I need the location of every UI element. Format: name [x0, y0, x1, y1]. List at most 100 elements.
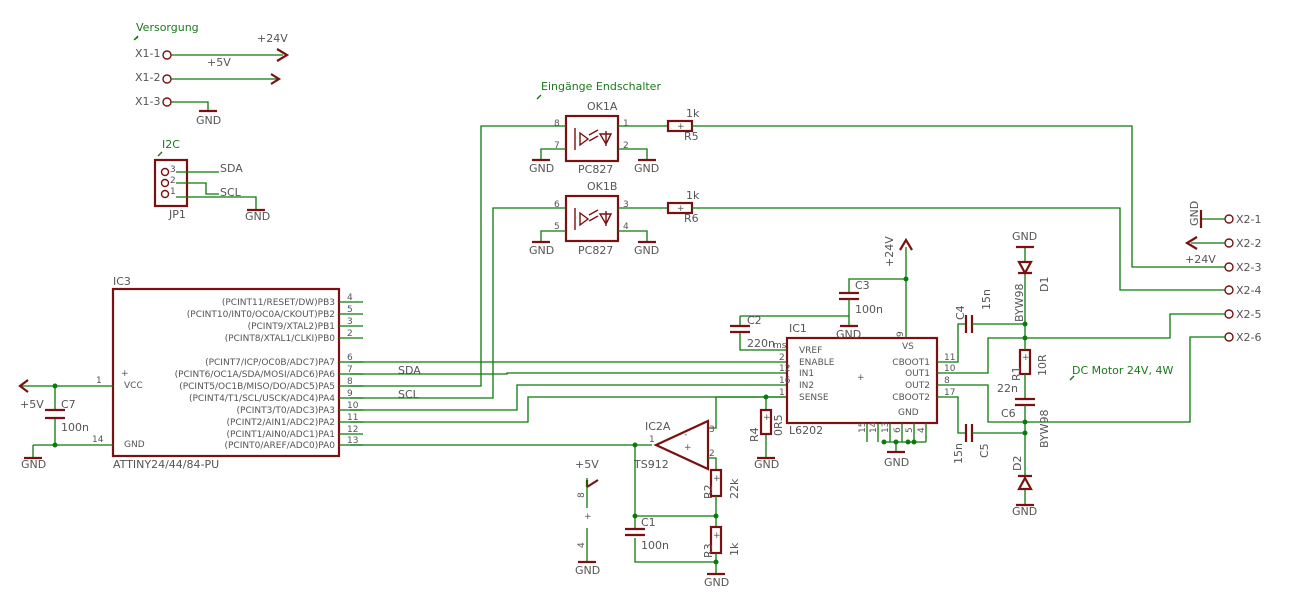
- svg-text:+: +: [857, 373, 865, 383]
- ic1-left-pin-label: ENABLE: [799, 358, 835, 368]
- ic3-pin-label: (PCINT1/AIN0/ADC1)PA1: [226, 430, 335, 440]
- svg-text:R3: R3: [702, 543, 715, 558]
- svg-text:+24V: +24V: [883, 236, 896, 267]
- svg-text:1: 1: [649, 435, 655, 445]
- ic1-left-pin-label: VREF: [799, 346, 822, 356]
- resistor-r2: + R2 22k: [702, 468, 741, 527]
- svg-text:R5: R5: [684, 130, 699, 143]
- svg-text:22k: 22k: [728, 478, 741, 499]
- svg-text:SCL: SCL: [398, 388, 420, 401]
- connector-x1: X1-1 X1-2 X1-3 +24V +5V GND: [135, 32, 290, 127]
- ic3-pin-number: 7: [347, 365, 353, 375]
- svg-text:L6202: L6202: [789, 424, 823, 437]
- svg-text:14: 14: [92, 435, 104, 445]
- svg-text:VCC: VCC: [124, 381, 143, 391]
- svg-text:ms: ms: [773, 341, 787, 351]
- ic1-left-pin-number: 16: [779, 376, 791, 386]
- optocoupler-ok1a: OK1A PC827 8 7 1 2 GND GND: [350, 100, 668, 387]
- svg-text:100n: 100n: [641, 539, 669, 552]
- svg-text:R6: R6: [684, 212, 699, 225]
- ic3-pin-label: (PCINT2/AIN1/ADC2)PA2: [226, 418, 335, 428]
- ic3-pin-number: 12: [347, 425, 358, 435]
- ic3-pin-number: 3: [347, 317, 353, 327]
- svg-text:15n: 15n: [980, 289, 993, 310]
- resistor-r6: + 1k R6: [666, 189, 1225, 291]
- svg-text:D1: D1: [1038, 277, 1051, 292]
- svg-text:+: +: [677, 204, 685, 214]
- svg-text:R4: R4: [748, 427, 761, 442]
- capacitor-c2: C2 220n ms: [730, 314, 849, 351]
- svg-text:Versorgung: Versorgung: [136, 21, 199, 34]
- ic3-net-labels: SDA SCL: [398, 364, 421, 401]
- svg-text:GND: GND: [634, 162, 659, 175]
- svg-text:ATTINY24/44/84-PU: ATTINY24/44/84-PU: [113, 458, 219, 471]
- optocoupler-ok1b: OK1B PC827 6 5 3 4 GND GND: [350, 180, 668, 399]
- svg-text:PC827: PC827: [578, 244, 613, 257]
- svg-text:GND: GND: [1012, 230, 1037, 243]
- svg-text:GND: GND: [836, 328, 861, 341]
- svg-text:+5V: +5V: [20, 398, 44, 411]
- ic3-pin-label: (PCINT0/AREF/ADC0)PA0: [224, 441, 335, 451]
- motor-driver-ic1: IC1 L6202 + VS 9 GND: [785, 322, 939, 437]
- title-dc-motor: DC Motor 24V, 4W: [1069, 364, 1173, 381]
- svg-text:1k: 1k: [686, 189, 700, 202]
- svg-text:C4: C4: [954, 305, 967, 320]
- svg-text:220n: 220n: [747, 337, 775, 350]
- svg-text:X2-6: X2-6: [1236, 331, 1262, 344]
- ic1-right-pin-label: OUT2: [905, 381, 930, 391]
- wire-pa2: [350, 396, 786, 423]
- svg-text:+: +: [677, 122, 685, 132]
- svg-text:22n: 22n: [997, 382, 1018, 395]
- svg-text:8: 8: [577, 492, 587, 498]
- svg-text:+: +: [713, 474, 721, 484]
- ic3-pin-label: (PCINT7/ICP/OC0B/ADC7)PA7: [205, 358, 335, 368]
- svg-text:0R5: 0R5: [772, 414, 785, 436]
- svg-text:+: +: [121, 369, 129, 379]
- resistor-r1: + R1 10R: [937, 313, 1225, 398]
- svg-text:X2-1: X2-1: [1236, 213, 1262, 226]
- svg-text:1: 1: [623, 119, 629, 129]
- svg-text:GND: GND: [529, 162, 554, 175]
- svg-text:GND: GND: [898, 408, 919, 418]
- connector-x2: X2-1 X2-2 X2-3 X2-4 X2-5 X2-6 GND +24V: [1184, 201, 1262, 344]
- svg-text:TS912: TS912: [633, 458, 669, 471]
- ic1-left-pin-number: 2: [779, 353, 785, 363]
- ic3-pin-label: (PCINT3/T0/ADC3)PA3: [237, 406, 335, 416]
- ic1-right-pin-label: CBOOT2: [892, 393, 930, 403]
- capacitor-c1: C1 100n: [625, 445, 716, 563]
- ic3-pin-label: (PCINT9/XTAL2)PB1: [248, 322, 335, 332]
- diode-d1: GND D1 BYW98: [1012, 230, 1051, 341]
- capacitor-c7: C7 100n: [45, 386, 89, 445]
- svg-text:R2: R2: [702, 484, 715, 499]
- svg-text:+: +: [763, 413, 771, 423]
- svg-text:C7: C7: [61, 398, 76, 411]
- svg-text:9: 9: [896, 331, 906, 337]
- svg-text:7: 7: [554, 141, 560, 151]
- resistor-r5: + 1k R5: [666, 107, 1225, 268]
- connector-jp1: 3 2 1 SDA SCL GND JP1: [153, 158, 270, 223]
- svg-text:3: 3: [170, 165, 176, 175]
- mcu-ic3: IC3 ATTINY24/44/84-PU + VCC GND 1 14 +5V…: [18, 275, 341, 471]
- ic3-pin-number: 2: [347, 329, 353, 339]
- svg-text:6: 6: [554, 200, 560, 210]
- ic3-pin-label: (PCINT4/T1/SCL/USCK/ADC4)PA4: [189, 394, 335, 404]
- ic1-gnd-pin-number: 6: [893, 427, 903, 433]
- svg-text:GND: GND: [634, 244, 659, 257]
- svg-text:10R: 10R: [1036, 354, 1049, 376]
- svg-text:C3: C3: [855, 279, 870, 292]
- supply-24v-arrow: [276, 48, 290, 62]
- svg-text:1k: 1k: [728, 542, 741, 556]
- svg-text:X2-4: X2-4: [1236, 284, 1262, 297]
- ic1-right-pin-number: 17: [944, 388, 955, 398]
- svg-text:SDA: SDA: [398, 364, 421, 377]
- svg-text:C1: C1: [641, 516, 656, 529]
- svg-text:I2C: I2C: [162, 138, 180, 151]
- svg-text:2: 2: [709, 449, 715, 459]
- ic1-right-pin-label: OUT1: [905, 369, 930, 379]
- svg-text:1: 1: [96, 376, 102, 386]
- svg-text:+5V: +5V: [575, 458, 599, 471]
- title-i2c: I2C: [157, 138, 180, 157]
- svg-text:1: 1: [170, 187, 176, 197]
